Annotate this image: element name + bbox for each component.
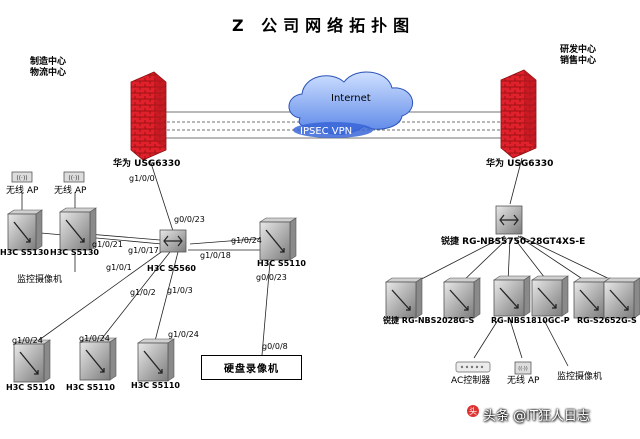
svg-text:((·)): ((·)) [518, 366, 527, 372]
internet-label: Internet [331, 93, 371, 104]
site-label-right-2: 销售中心 [560, 56, 597, 66]
ap-icon: ((·)) [514, 361, 532, 375]
core-switch-right-icon [495, 205, 523, 235]
port-label: g1/0/18 [200, 251, 231, 260]
port-label: g1/0/3 [167, 286, 193, 295]
switch-icon [7, 209, 43, 251]
port-label: g1/0/24 [79, 334, 110, 343]
nvr-box: 硬盘录像机 [201, 355, 302, 380]
switch-label-s5110-a: H3C S5110 [6, 383, 55, 392]
switch-icon [385, 277, 423, 319]
port-label: g1/0/21 [92, 240, 123, 249]
switch-label-s5110-b: H3C S5110 [66, 383, 115, 392]
site-label-left-1: 制造中心 [30, 57, 67, 67]
page-title: Z 公司网络拓扑图 [232, 16, 416, 35]
port-label: g1/0/1 [106, 263, 132, 272]
link-lines [21, 157, 621, 367]
watermark-icon: 头 [467, 405, 479, 417]
port-label: g0/0/23 [174, 215, 205, 224]
switch-label-s5110-top: H3C S5110 [257, 259, 306, 268]
switch-icon [443, 277, 481, 319]
switch-icon [79, 337, 117, 381]
switch-icon [59, 207, 97, 251]
ap-label: 无线 AP [54, 186, 87, 196]
port-label: g1/0/24 [168, 330, 199, 339]
ac-label: AC控制器 [451, 376, 491, 386]
switch-label-s2652: RG-S2652G-S [577, 316, 637, 325]
ipsec-vpn-label: IPSEC VPN [300, 126, 353, 137]
access-switch-icons [7, 207, 640, 383]
switch-icon [531, 275, 569, 317]
ap-icon: ((·)) [63, 171, 85, 183]
switch-label-s5130a: H3C S5130 [0, 248, 49, 257]
switch-label-nbs1810: RG-NBS1810GC-P [491, 316, 570, 325]
switch-label-s5110-c: H3C S5110 [131, 381, 180, 390]
firewall-right-icon [500, 69, 537, 159]
port-label: g1/0/24 [12, 336, 43, 345]
core-switch-right-label: 锐捷 RG-NBS5750-28GT4XS-E [441, 237, 586, 247]
firewall-right-label: 华为 USG6330 [486, 159, 554, 169]
switch-icon [603, 277, 640, 319]
switch-icon [493, 275, 531, 317]
site-label-left-2: 物流中心 [30, 68, 67, 78]
core-switch-left-label: H3C S5560 [147, 264, 196, 273]
port-label: g1/0/0 [129, 174, 155, 183]
core-switch-left-icon [159, 229, 187, 253]
watermark: 头条 @IT狂人日志 [483, 409, 590, 424]
switch-icon [259, 217, 297, 261]
firewall-left-label: 华为 USG6330 [113, 159, 181, 169]
port-label: g1/0/2 [130, 288, 156, 297]
ap-icon: ((·)) [11, 171, 33, 183]
camera-label: 监控摄像机 [557, 372, 603, 382]
ap-label: 无线 AP [507, 376, 540, 386]
svg-text:((·)): ((·)) [68, 175, 79, 182]
site-label-right-1: 研发中心 [560, 45, 597, 55]
switch-label-s5130b: H3C S5130 [50, 248, 99, 257]
camera-label: 监控摄像机 [17, 275, 63, 285]
switch-label-nbs2028: 锐捷 RG-NBS2028G-S [383, 316, 475, 325]
port-label: g0/0/8 [262, 342, 288, 351]
firewall-left-icon [130, 71, 167, 161]
ap-label: 无线 AP [6, 186, 39, 196]
port-label: g1/0/24 [231, 236, 262, 245]
port-label: g0/0/23 [256, 273, 287, 282]
svg-text:头: 头 [469, 406, 477, 416]
switch-icon [13, 339, 51, 383]
svg-text:((·)): ((·)) [16, 175, 27, 182]
ac-controller-icon [455, 361, 491, 373]
internet-cloud-icon [288, 71, 413, 138]
port-label: g1/0/17 [128, 246, 159, 255]
switch-icon [137, 338, 175, 382]
